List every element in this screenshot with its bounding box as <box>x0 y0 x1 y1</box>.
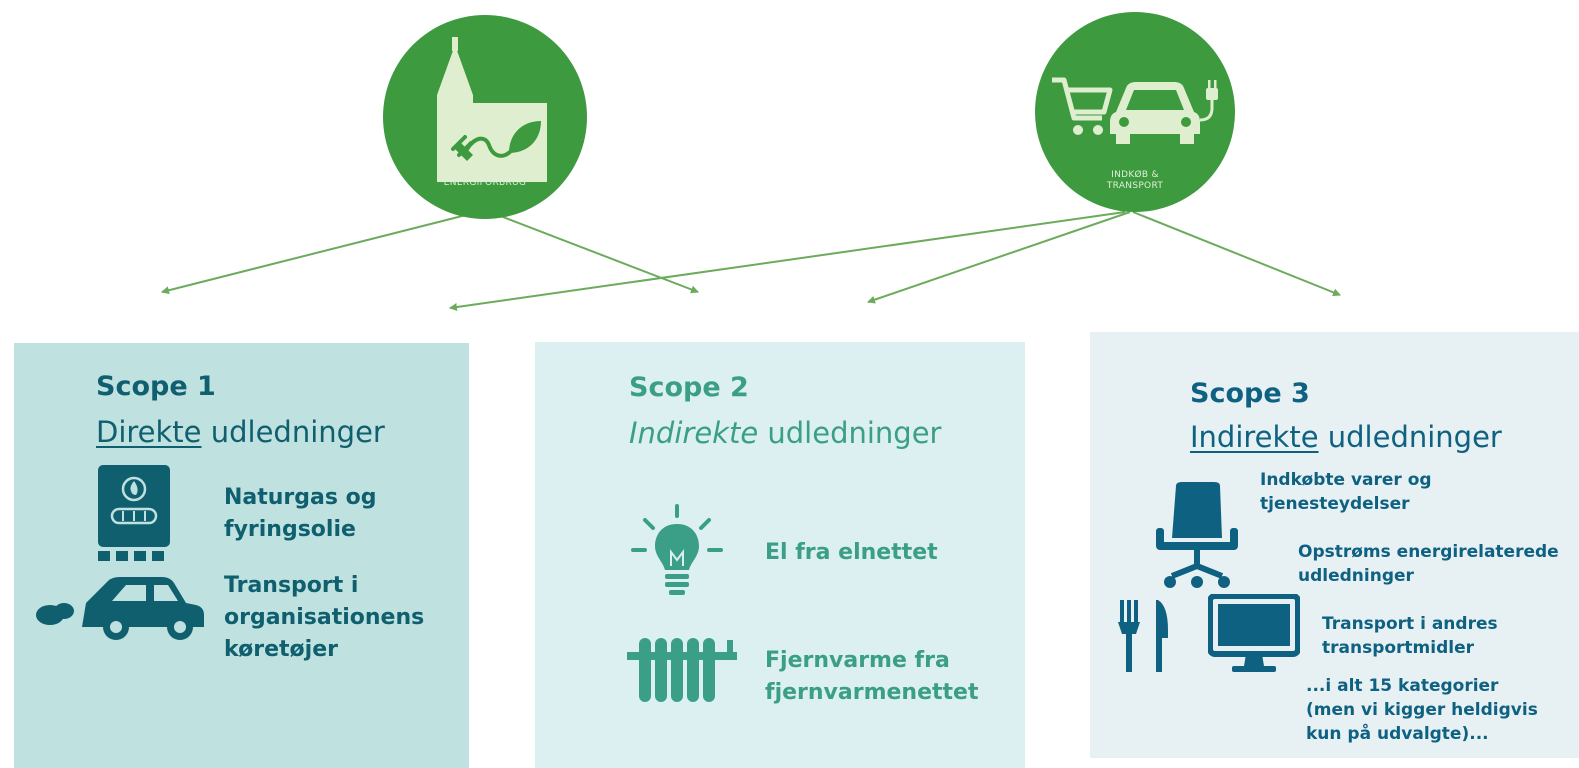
scope3-item1-line2: tjenesteydelser <box>1260 494 1410 514</box>
scope1-item2-line2: organisationens <box>224 605 425 630</box>
scope2-subtitle-rest: udledninger <box>758 416 942 450</box>
transport-circle-label-line1: INDKØB & <box>1111 170 1159 180</box>
church-plug-leaf-icon <box>437 37 547 182</box>
scope1-panel: Scope 1 Direkte udledninger Naturgas og … <box>14 343 469 768</box>
scope3-title: Scope 3 <box>1190 378 1310 409</box>
scope1-item1-line2: fyringsolie <box>224 517 356 542</box>
scope2-subtitle: Indirekte udledninger <box>629 416 941 450</box>
scope2-item2-line2: fjernvarmenettet <box>765 680 979 705</box>
cart-car-plug-icon <box>1052 77 1218 144</box>
scope1-subtitle-rest: udledninger <box>201 415 385 449</box>
scope3-item3-line2: transportmidler <box>1322 638 1475 658</box>
scope2-title: Scope 2 <box>629 372 749 403</box>
scope3-item1-line1: Indkøbte varer og <box>1260 470 1432 490</box>
radiator-icon <box>627 638 737 702</box>
energy-circle-label: ENERGIFORBRUG <box>443 178 527 188</box>
cutlery-icon <box>1118 600 1168 672</box>
transport-circle-label-line2: TRANSPORT <box>1106 181 1164 191</box>
scope3-subtitle: Indirekte udledninger <box>1190 420 1502 454</box>
scope3-note-line2: (men vi kigger heldigvis <box>1306 700 1538 720</box>
energy-circle: ENERGIFORBRUG <box>383 15 587 219</box>
computer-monitor-icon <box>1208 594 1300 672</box>
scope1-item2-line3: køretøjer <box>224 637 338 662</box>
scope1-item1-line1: Naturgas og <box>224 485 377 510</box>
arrow-transport-scope1 <box>449 211 1126 311</box>
light-bulb-icon <box>631 504 723 595</box>
scope2-panel: Scope 2 Indirekte udledninger El fra eln… <box>535 342 1025 768</box>
car-exhaust-icon <box>36 577 204 640</box>
scope1-subtitle-emphasis: Direkte <box>96 415 202 449</box>
gas-boiler-icon <box>98 465 170 561</box>
scope1-title: Scope 1 <box>96 371 216 402</box>
scope3-subtitle-rest: udledninger <box>1318 420 1502 454</box>
arrow-transport-scope2 <box>867 211 1131 304</box>
office-chair-icon <box>1156 482 1238 588</box>
arrow-energy-scope2 <box>489 211 699 294</box>
scope3-subtitle-emphasis: Indirekte <box>1190 420 1319 454</box>
scope3-note-line3: kun på udvalgte)... <box>1306 724 1489 744</box>
scope2-subtitle-emphasis: Indirekte <box>629 416 759 450</box>
arrow-transport-scope3 <box>1132 211 1341 297</box>
scope2-item2-line1: Fjernvarme fra <box>765 648 950 673</box>
scope3-item3-line1: Transport i andres <box>1322 614 1498 634</box>
scope1-subtitle: Direkte udledninger <box>96 415 385 449</box>
scope3-item2-line1: Opstrøms energirelaterede <box>1298 542 1559 562</box>
scope1-item2-line1: Transport i <box>224 573 359 598</box>
scope2-item1: El fra elnettet <box>765 540 938 565</box>
arrow-energy-scope1 <box>161 211 479 295</box>
scope3-note-line1: ...i alt 15 kategorier <box>1306 676 1499 696</box>
transport-circle: INDKØB & TRANSPORT <box>1035 12 1235 212</box>
scope3-panel: Scope 3 Indirekte udledninger Indkøbte v… <box>1090 332 1579 758</box>
scope3-item2-line2: udledninger <box>1298 566 1414 586</box>
